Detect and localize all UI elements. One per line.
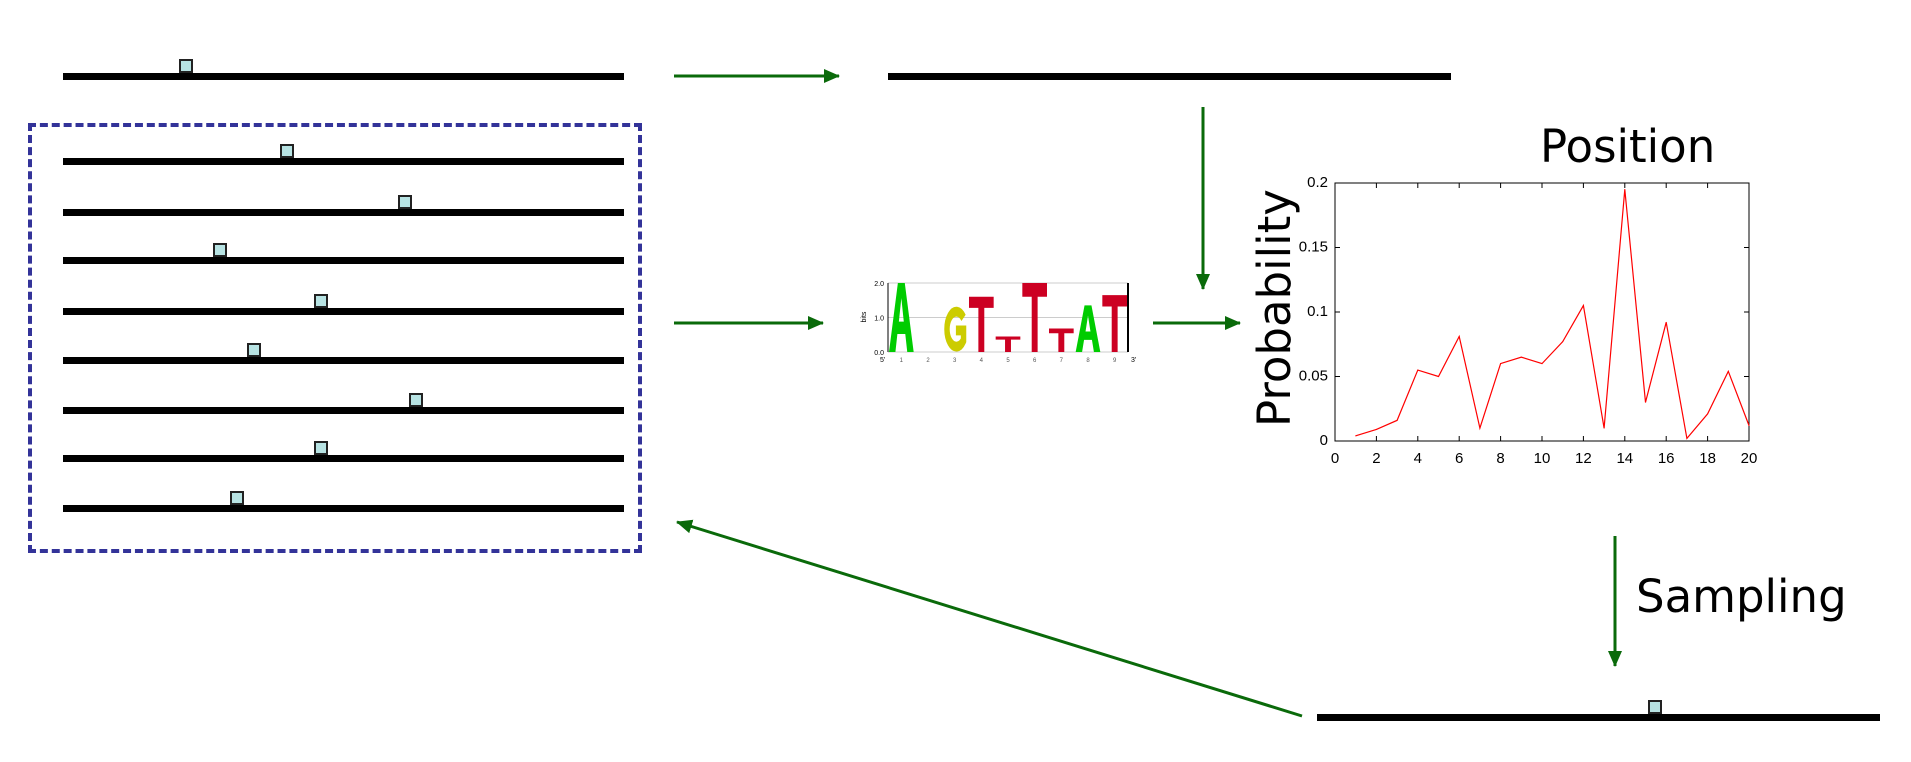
y-tick-label: 0 (1320, 432, 1328, 449)
sequence (63, 455, 624, 462)
logo-position: 9 (1113, 358, 1117, 364)
logo-position: 3 (953, 358, 957, 364)
x-tick-label: 8 (1496, 450, 1504, 467)
y-tick-label: 0.1 (1307, 303, 1328, 320)
motif-site-marker (213, 243, 228, 257)
x-tick-label: 4 (1414, 450, 1422, 467)
x-tick-label: 18 (1699, 450, 1716, 467)
logo-letter-A (889, 283, 914, 352)
sequence (63, 158, 624, 165)
logo-position: 2 (926, 358, 930, 364)
data-point (1438, 376, 1439, 377)
motif-site-marker (314, 294, 329, 308)
data-point (1665, 321, 1667, 323)
sequence (63, 209, 624, 216)
x-tick-label: 12 (1575, 450, 1592, 467)
sequence (63, 505, 624, 512)
chart-title: Position (1540, 120, 1716, 173)
motif-site-marker (280, 144, 295, 158)
y-tick-label: 0.05 (1299, 368, 1328, 385)
sequence-set-box (28, 123, 642, 553)
sampled-sequence (1317, 714, 1880, 721)
data-point (1562, 341, 1564, 343)
logo-ytick: 1.0 (874, 316, 884, 323)
data-point (1582, 305, 1584, 307)
data-point (1355, 435, 1357, 437)
data-point (1500, 363, 1502, 365)
logo-position: 5 (1006, 358, 1010, 364)
logo-position: 8 (1086, 358, 1090, 364)
x-tick-label: 16 (1658, 450, 1675, 467)
data-point (1479, 427, 1481, 429)
motif-site-marker (409, 393, 424, 407)
motif-site-marker (398, 195, 413, 209)
held-out-sequence (63, 73, 624, 80)
sequence (63, 308, 624, 315)
sampled-site-marker (1647, 700, 1662, 714)
data-point (1686, 437, 1688, 439)
x-tick-label: 2 (1372, 450, 1380, 467)
sequence (63, 357, 624, 364)
logo-3-prime: 3' (1131, 357, 1136, 364)
logo-5-prime: 5' (880, 357, 885, 364)
x-tick-label: 10 (1534, 450, 1551, 467)
y-tick-label: 0.2 (1307, 174, 1328, 191)
logo-letter-T (1022, 283, 1047, 352)
x-tick-label: 0 (1331, 450, 1339, 467)
y-tick-label: 0.15 (1299, 239, 1328, 256)
sequence (63, 407, 624, 414)
logo-letter-T (1049, 328, 1074, 352)
unmarked-sequence (888, 73, 1451, 80)
data-point (1520, 356, 1522, 358)
x-tick-label: 6 (1455, 450, 1463, 467)
x-tick-label: 20 (1741, 450, 1758, 467)
probability-line (1355, 189, 1750, 440)
data-point (1458, 336, 1460, 338)
data-point (1645, 401, 1646, 403)
chart-frame (1334, 182, 1750, 442)
logo-ytick: 0.0 (874, 350, 884, 357)
data-point (1603, 427, 1605, 429)
arrow-back-to-set (676, 519, 1303, 718)
chart-ylabel: Probability (1248, 189, 1301, 427)
data-point (1375, 428, 1377, 430)
logo-ylabel: bits (861, 311, 868, 322)
logo-letter-G (944, 306, 967, 352)
logo-ytick: 2.0 (874, 281, 884, 288)
data-point (1727, 370, 1729, 372)
logo-position: 1 (900, 358, 904, 364)
logo-letter-T (995, 336, 1021, 352)
data-point (1707, 413, 1709, 415)
data-point (1748, 425, 1750, 427)
data-point (1541, 363, 1543, 365)
motif-site-marker (179, 59, 194, 73)
logo-position: 7 (1060, 358, 1064, 364)
x-tick-label: 14 (1616, 450, 1633, 467)
motif-site-marker (246, 343, 261, 357)
sampling-label: Sampling (1636, 570, 1847, 623)
logo-position: 6 (1033, 358, 1037, 364)
data-point (1624, 188, 1626, 190)
sequence (63, 257, 624, 264)
motif-site-marker (229, 491, 244, 505)
motif-site-marker (314, 441, 329, 455)
logo-letter-T (969, 296, 994, 352)
logo-letter-A (1075, 305, 1101, 352)
data-point (1417, 369, 1419, 371)
data-point (1396, 419, 1398, 421)
logo-position: 4 (980, 358, 984, 364)
logo-letter-T (1102, 295, 1127, 352)
